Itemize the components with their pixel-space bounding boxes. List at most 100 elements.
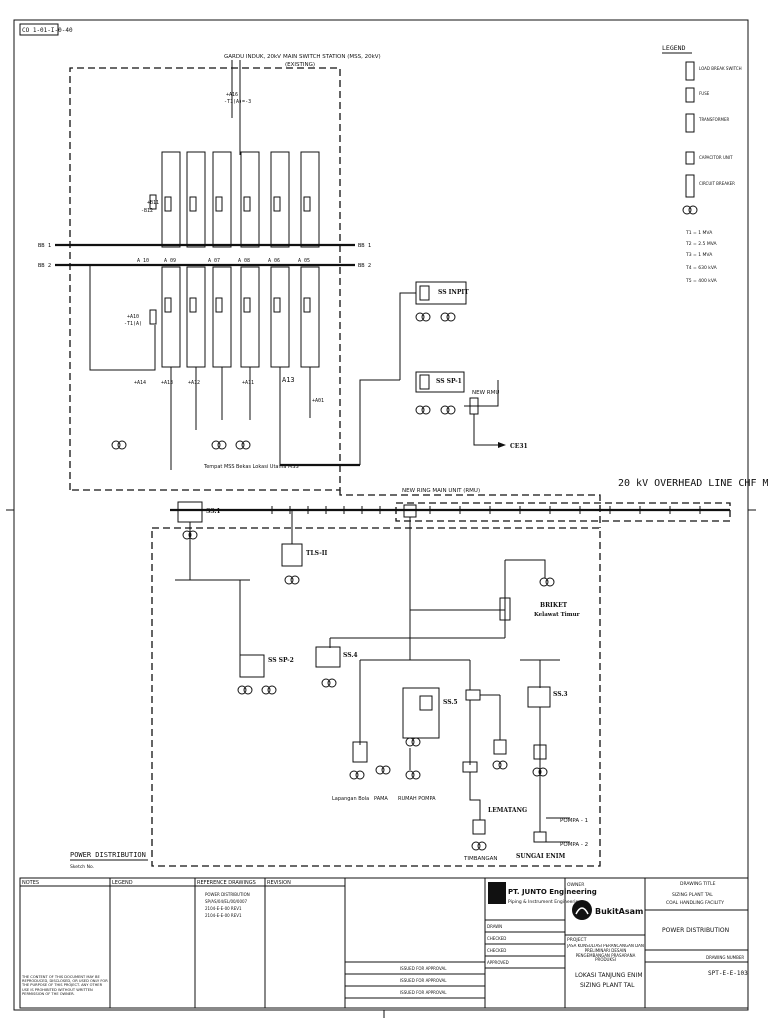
ss-sp1-label: SS SP-1: [436, 378, 462, 385]
briket-label: BRIKET: [540, 602, 568, 609]
owner-label: OWNER: [567, 882, 584, 888]
project-label: PROJECT: [567, 937, 587, 943]
revision-label: REVISION: [267, 880, 291, 886]
drawing-number-label: DRAWING NUMBER: [706, 955, 744, 960]
ss4-label: SS.4: [343, 652, 358, 659]
area-boundary: [151, 527, 601, 867]
legend-rating-5: T5 = 400 kVA: [685, 278, 718, 284]
issue-row-3: ISSUED FOR APPROVAL: [400, 990, 447, 995]
sign-row-1: DRAWN: [487, 924, 502, 929]
pompa-1-label: POMPA - 1: [560, 818, 588, 824]
project-text: JASA KONSULTASI PERANCANGAN DAN PRELIMIN…: [567, 944, 644, 963]
ss-sp2-box: [239, 654, 265, 678]
drawing-number: SPT-E-E-103: [708, 970, 748, 977]
legend-item-4: CAPACITOR UNIT: [699, 155, 733, 160]
rmu-label: NEW RING MAIN UNIT (RMU): [402, 488, 480, 494]
lapangan-label: Lapangan Bola: [332, 796, 369, 802]
ref-item-4: 2104-E-E-00 REV1: [205, 913, 242, 918]
legend-rating-2: T2 = 2.5 MVA: [685, 241, 718, 247]
tail-label-2: Bekas Lokasi Utama MSS: [236, 464, 299, 470]
main-station-boundary: [69, 67, 341, 491]
feeder-panels-upper: [149, 151, 320, 248]
feeder-label-2: A 09: [164, 258, 176, 264]
svg-text:-B12: -B12: [141, 208, 153, 214]
ref-item-1: POWER DISTRIBUTION: [205, 892, 250, 897]
gi-label: GARDU INDUK, 20kV: [224, 54, 281, 60]
company-name: PT. JUNTO Engineering: [508, 888, 597, 896]
rumah-pompa-label: RUMAH POMPA: [398, 796, 436, 802]
section-title: POWER DISTRIBUTION: [70, 851, 146, 859]
main-station-label: MAIN SWITCH STATION (MSS, 20kV): [283, 54, 381, 60]
drawing-title-main: POWER DISTRIBUTION: [662, 927, 729, 934]
a13-label: A13: [282, 376, 295, 384]
legend-heading: LEGEND: [662, 44, 686, 52]
ce31-label: CE31: [510, 443, 528, 450]
legend-col-label: LEGEND: [112, 880, 133, 886]
sign-row-2: CHECKED: [487, 936, 506, 941]
overhead-line-poles: [271, 506, 701, 514]
legend-item-3: TRANSFORMER: [698, 117, 730, 122]
doc-code: CO 1-01-I-0-40: [22, 27, 73, 34]
new-rmu-label: NEW RMU: [472, 390, 499, 396]
drawing-title-1: SIZING PLANT TAL: [672, 892, 713, 898]
feeder-panels-lower: [149, 266, 320, 368]
lematang-label: LEMATANG: [488, 807, 527, 814]
feeder-label-6: A 05: [298, 258, 310, 264]
location-text: LOKASI TANJUNG ENIM: [575, 972, 643, 979]
busbar-1-left-label: BB 1: [38, 243, 51, 249]
svg-text:+A11: +A11: [242, 380, 254, 386]
ref-item-3: 2104-E-E-00 REV1: [205, 906, 242, 911]
issue-row-1: ISSUED FOR APPROVAL: [400, 966, 447, 971]
client-name: BukitAsam: [595, 907, 643, 916]
busbar-2-left-label: BB 2: [38, 263, 51, 269]
svg-text:-T1(A)=-3: -T1(A)=-3: [224, 99, 251, 105]
plant-text: SIZING PLANT TAL: [580, 982, 635, 989]
notes-label: NOTES: [22, 880, 39, 886]
bukitasam-logo: [572, 900, 592, 920]
ss-sp1-box: [415, 371, 465, 393]
junto-logo: [488, 882, 506, 904]
tls2-label: TLS-II: [306, 550, 328, 557]
feeder-label-3: A 07: [208, 258, 220, 264]
sungai-enim-label: SUNGAI ENIM: [516, 853, 566, 860]
svg-text:+A01: +A01: [312, 398, 324, 404]
briket-switch: [499, 597, 511, 621]
existing-label: (EXISTING): [285, 62, 315, 68]
legend-item-2: FUSE: [699, 91, 710, 96]
tls2-box: [281, 543, 303, 567]
disclaimer-text: THE CONTENT OF THIS DOCUMENT MAY BE REPR…: [22, 975, 108, 996]
ss5-label: SS.5: [443, 699, 458, 706]
ss3-label: SS.3: [553, 691, 568, 698]
tail-label-1: Tempat MSS: [203, 464, 235, 470]
drawing-title-2: COAL HANDLING FACILITY: [666, 900, 724, 906]
legend-rating-4: T4 = 630 kVA: [685, 265, 718, 271]
ref-item-2: SP/AS/04/EL/00/0007: [205, 899, 248, 904]
project-wrap: JASA KONSULTASI PERANCANGAN DAN PRELIMIN…: [567, 944, 644, 963]
sheet-border: [13, 19, 749, 1011]
ss-sp2-label: SS SP-2: [268, 657, 294, 664]
svg-text:+A12: +A12: [188, 380, 200, 386]
busbar-1-right-label: BB 1: [358, 243, 371, 249]
title-block: [19, 877, 749, 1009]
company-sub: Piping & Instrument Engineering: [508, 899, 581, 905]
legend-rating-1: T1 = 1 MVA: [685, 230, 713, 236]
timbangan-label: TIMBANGAN: [463, 856, 498, 862]
reference-label: REFERENCE DRAWINGS: [197, 880, 256, 886]
kelawat-timur-label: Kelawat Timur: [534, 612, 580, 618]
legend-item-5: CIRCUIT BREAKER: [699, 181, 735, 186]
busbar-2-right-label: BB 2: [358, 263, 371, 269]
ss3-box: [527, 686, 551, 708]
svg-text:+B11: +B11: [147, 200, 159, 206]
legend-item-1: LOAD BREAK SWITCH: [699, 66, 742, 71]
feeder-label-4: A 08: [238, 258, 250, 264]
ss4-box: [315, 646, 341, 668]
svg-text:+A14: +A14: [134, 380, 146, 386]
legend-rating-3: T3 = 1 MVA: [685, 252, 713, 258]
svg-text:+A10: +A10: [127, 314, 139, 320]
doc-code-box: [19, 23, 59, 36]
feeder-label-5: A 06: [268, 258, 280, 264]
pompa-2-label: POMPA - 2: [560, 842, 588, 848]
ss1-box: [177, 501, 203, 523]
